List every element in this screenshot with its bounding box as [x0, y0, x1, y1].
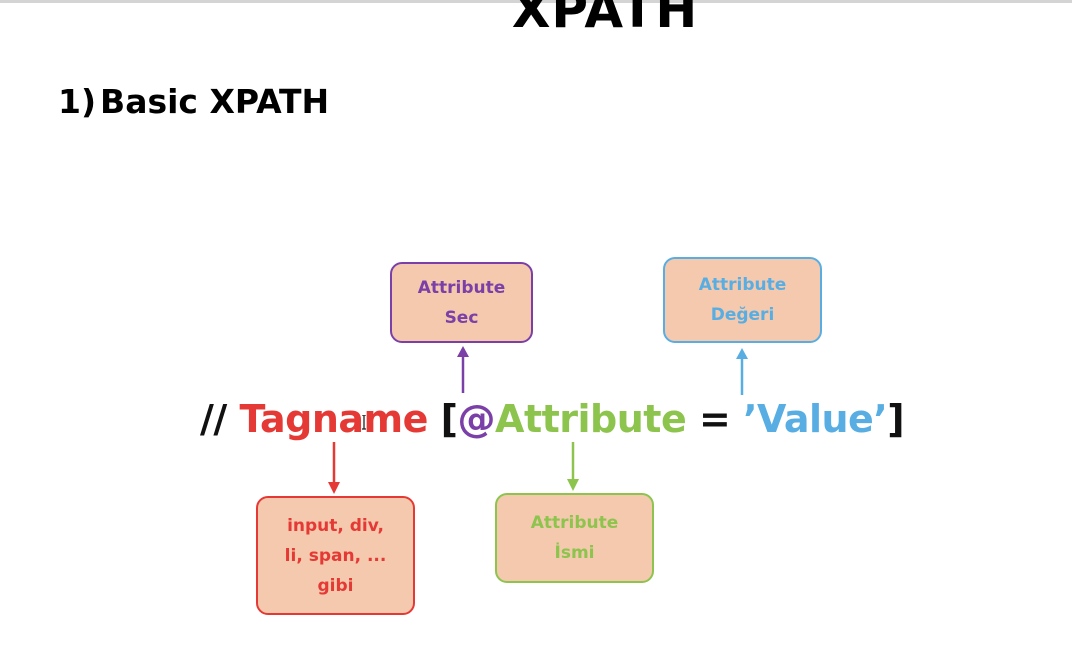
box-tagname-examples-line-3: gibi: [317, 575, 354, 596]
slide-title: XPATH: [511, 0, 699, 39]
expr-attribute: Attribute: [495, 397, 687, 441]
box-attribute-degeri-line-1: Attribute: [698, 275, 787, 295]
box-tagname-examples-line-2: li, span, ...: [284, 545, 387, 566]
box-attribute-sec: Attribute Sec: [390, 262, 533, 343]
arrow-to-attribute-degeri: [736, 348, 748, 395]
section-number: 1): [58, 82, 97, 121]
box-tagname-examples-line-1: input, div,: [287, 515, 384, 536]
xpath-expression: // Tagname [@Attribute = ’Value’]: [200, 394, 905, 444]
box-attribute-sec-line-2: Sec: [444, 307, 479, 328]
box-attribute-degeri: Attribute Değeri: [663, 257, 822, 343]
expr-open-bracket: [: [440, 397, 458, 441]
expr-at-sign: @: [457, 397, 496, 441]
box-attribute-ismi: Attribute İsmi: [495, 493, 654, 583]
box-attribute-degeri-line-2: Değeri: [710, 305, 775, 325]
box-attribute-sec-line-1: Attribute: [417, 277, 506, 298]
expr-close-bracket: ]: [887, 397, 905, 441]
arrow-to-attribute-ismi: [567, 442, 579, 491]
arrow-to-attribute-sec: [457, 346, 469, 393]
box-tagname-examples: input, div, li, span, ... gibi: [256, 496, 415, 615]
section-heading: 1)Basic XPATH: [58, 80, 329, 124]
arrow-to-tagname-examples: [328, 442, 340, 494]
section-label: Basic XPATH: [100, 82, 330, 121]
expr-slashes: //: [200, 397, 227, 441]
expr-value: ’Value’: [743, 397, 888, 441]
expr-equals: =: [698, 397, 731, 441]
box-attribute-ismi-line-1: Attribute: [530, 513, 619, 533]
text-cursor-icon: [362, 415, 366, 430]
top-divider: [0, 0, 1072, 3]
expr-tagname: Tagname: [239, 397, 429, 441]
box-attribute-ismi-line-2: İsmi: [554, 543, 595, 563]
